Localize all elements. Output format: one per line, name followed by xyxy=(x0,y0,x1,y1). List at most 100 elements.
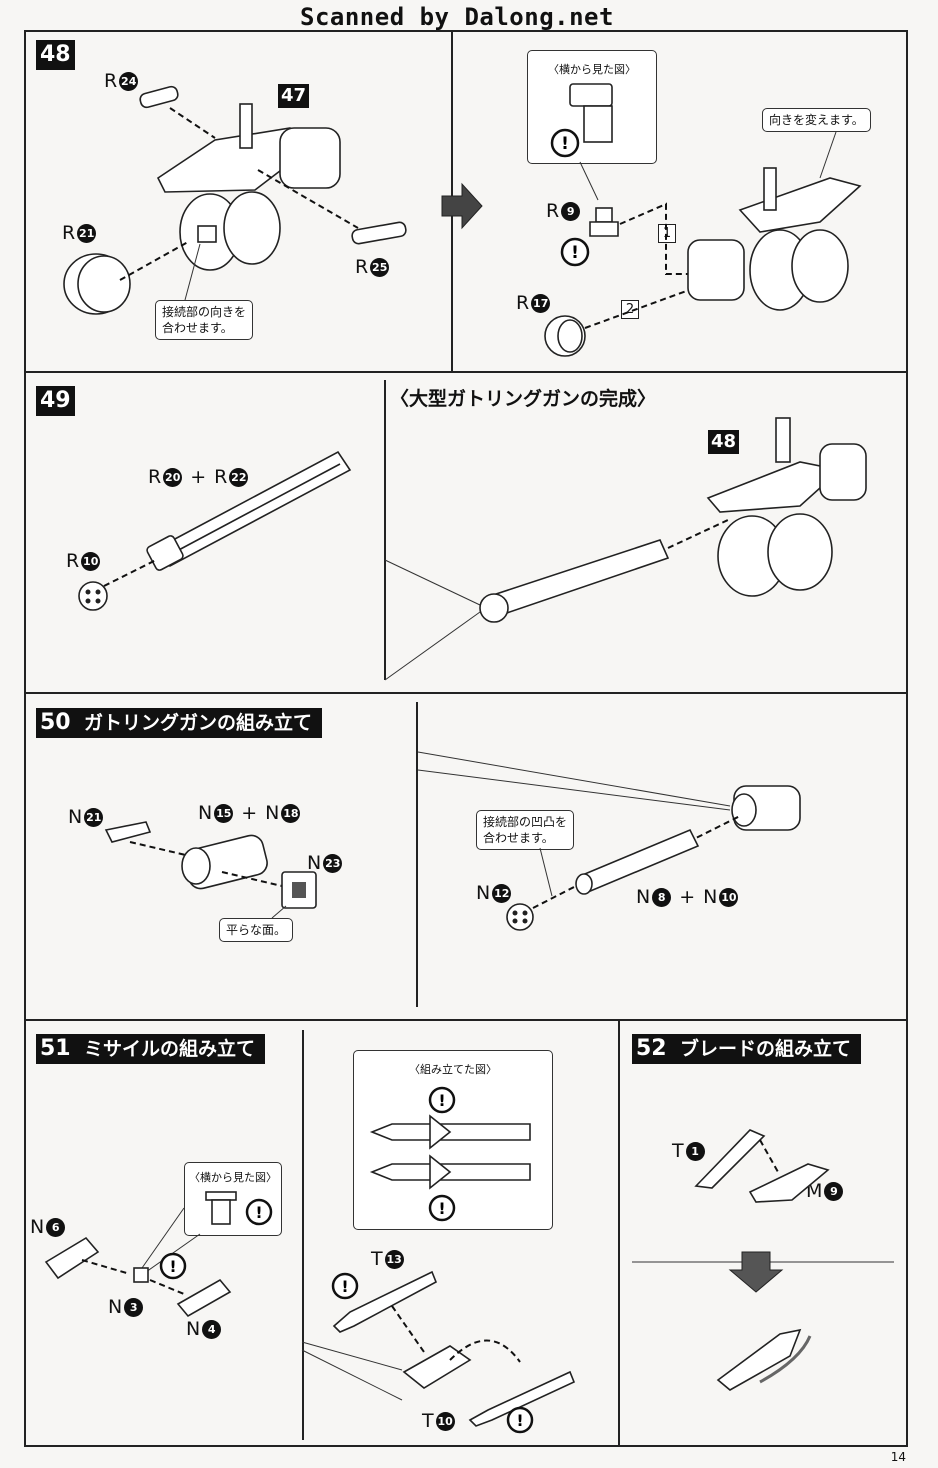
missile-t10-shape xyxy=(468,1370,576,1427)
gatling-mount-shape xyxy=(156,103,341,271)
divider-50-51 xyxy=(24,1019,908,1021)
side-view-caption: 〈横から見た図〉 xyxy=(548,63,636,76)
plus-sign: + xyxy=(679,886,696,908)
holder-m9-shape xyxy=(748,1163,830,1203)
part-n6-shape xyxy=(44,1236,100,1280)
part-r25-shape xyxy=(351,221,407,245)
caution-icon: ! xyxy=(560,237,590,267)
part-number-pin: 20 xyxy=(163,467,183,487)
caution-icon: ! xyxy=(550,128,580,158)
gun-rear-shape xyxy=(731,785,801,831)
svg-text:!: ! xyxy=(438,1199,445,1218)
part-letter: N xyxy=(68,806,83,828)
note-flat-side: 平らな面。 xyxy=(219,918,294,942)
part-n15-n18-shape xyxy=(181,834,268,890)
part-n4-shape xyxy=(176,1278,232,1318)
part-r24-shape xyxy=(139,85,179,109)
step-49-number: 49 xyxy=(36,386,75,416)
step-52-title: ブレードの組み立て xyxy=(670,1034,862,1064)
part-number-pin: 9 xyxy=(824,1181,844,1201)
part-number-pin: 24 xyxy=(119,71,139,91)
next-arrow-icon xyxy=(441,182,483,230)
divider-49-split xyxy=(384,380,386,680)
note-connect-orientation: 接続部の向きを 合わせます。 xyxy=(155,300,254,340)
blade-t1-shape xyxy=(694,1129,766,1189)
side-view-part-shape xyxy=(569,83,613,143)
part-number-pin: 9 xyxy=(561,201,581,221)
gatling-assembly-shape xyxy=(687,167,862,311)
barrel-assembly-shape xyxy=(146,450,352,571)
part-number-pin: 3 xyxy=(124,1297,144,1317)
note-change-direction: 向きを変えます。 xyxy=(762,108,871,132)
part-n21-shape xyxy=(104,821,152,843)
svg-text:!: ! xyxy=(516,1411,523,1430)
part-number-pin: 13 xyxy=(384,1249,404,1269)
divider-51-split xyxy=(302,1030,304,1440)
svg-text:!: ! xyxy=(341,1277,348,1296)
page-number: 14 xyxy=(890,1450,906,1464)
part-n23-shape xyxy=(281,871,317,909)
part-number-pin: 23 xyxy=(323,853,343,873)
part-number-pin: 10 xyxy=(435,1411,455,1431)
part-number-pin: 1 xyxy=(685,1141,705,1161)
missile-t13-shape xyxy=(332,1270,438,1333)
part-n3-shape xyxy=(133,1267,149,1283)
side-view-peg-shape xyxy=(205,1191,237,1225)
part-number-pin: 22 xyxy=(229,467,249,487)
part-number-pin: 18 xyxy=(281,803,301,823)
barrel-n8-n10-shape xyxy=(575,828,700,895)
caution-icon: ! xyxy=(428,1086,456,1114)
step-51-number: 51 xyxy=(36,1034,75,1064)
svg-text:!: ! xyxy=(571,243,579,263)
svg-text:!: ! xyxy=(169,1257,176,1276)
part-letter: N xyxy=(636,886,651,908)
step-48-number: 48 xyxy=(36,40,75,70)
complete-gatling-shape xyxy=(479,417,867,623)
part-letter: R xyxy=(214,466,228,488)
step-50-title: ガトリングガンの組み立て xyxy=(74,708,323,738)
muzzle-n12-shape xyxy=(506,903,534,931)
muzzle-r10-shape xyxy=(78,581,108,611)
part-number-pin: 8 xyxy=(652,887,672,907)
svg-text:!: ! xyxy=(255,1203,262,1222)
part-r17-shape xyxy=(544,315,586,357)
caution-icon: ! xyxy=(331,1272,359,1300)
assembled-missiles-shape xyxy=(369,1114,531,1190)
plus-sign: + xyxy=(241,802,258,824)
ref-step-48: 48 xyxy=(708,430,740,454)
part-letter: R xyxy=(62,222,76,244)
assembled-view-caption: 〈組み立てた図〉 xyxy=(409,1063,497,1076)
part-letter: R xyxy=(546,200,560,222)
part-letter: R xyxy=(355,256,369,278)
caution-icon: ! xyxy=(159,1252,187,1280)
part-r21-shape xyxy=(63,253,131,315)
step-49-caption: 〈大型ガトリングガンの完成〉 xyxy=(390,388,657,410)
part-letter: N xyxy=(265,802,280,824)
side-view-caption: 〈横から見た図〉 xyxy=(189,1171,277,1184)
part-letter: N xyxy=(307,852,322,874)
ref-step-47: 47 xyxy=(278,84,310,108)
part-letter: N xyxy=(703,886,718,908)
part-letter: R xyxy=(148,466,162,488)
divider-50-split xyxy=(416,702,418,1007)
part-number-pin: 4 xyxy=(202,1319,222,1339)
part-letter: N xyxy=(198,802,213,824)
caution-icon: ! xyxy=(245,1198,273,1226)
part-r9-shape xyxy=(589,207,619,237)
divider-49-50 xyxy=(24,692,908,694)
